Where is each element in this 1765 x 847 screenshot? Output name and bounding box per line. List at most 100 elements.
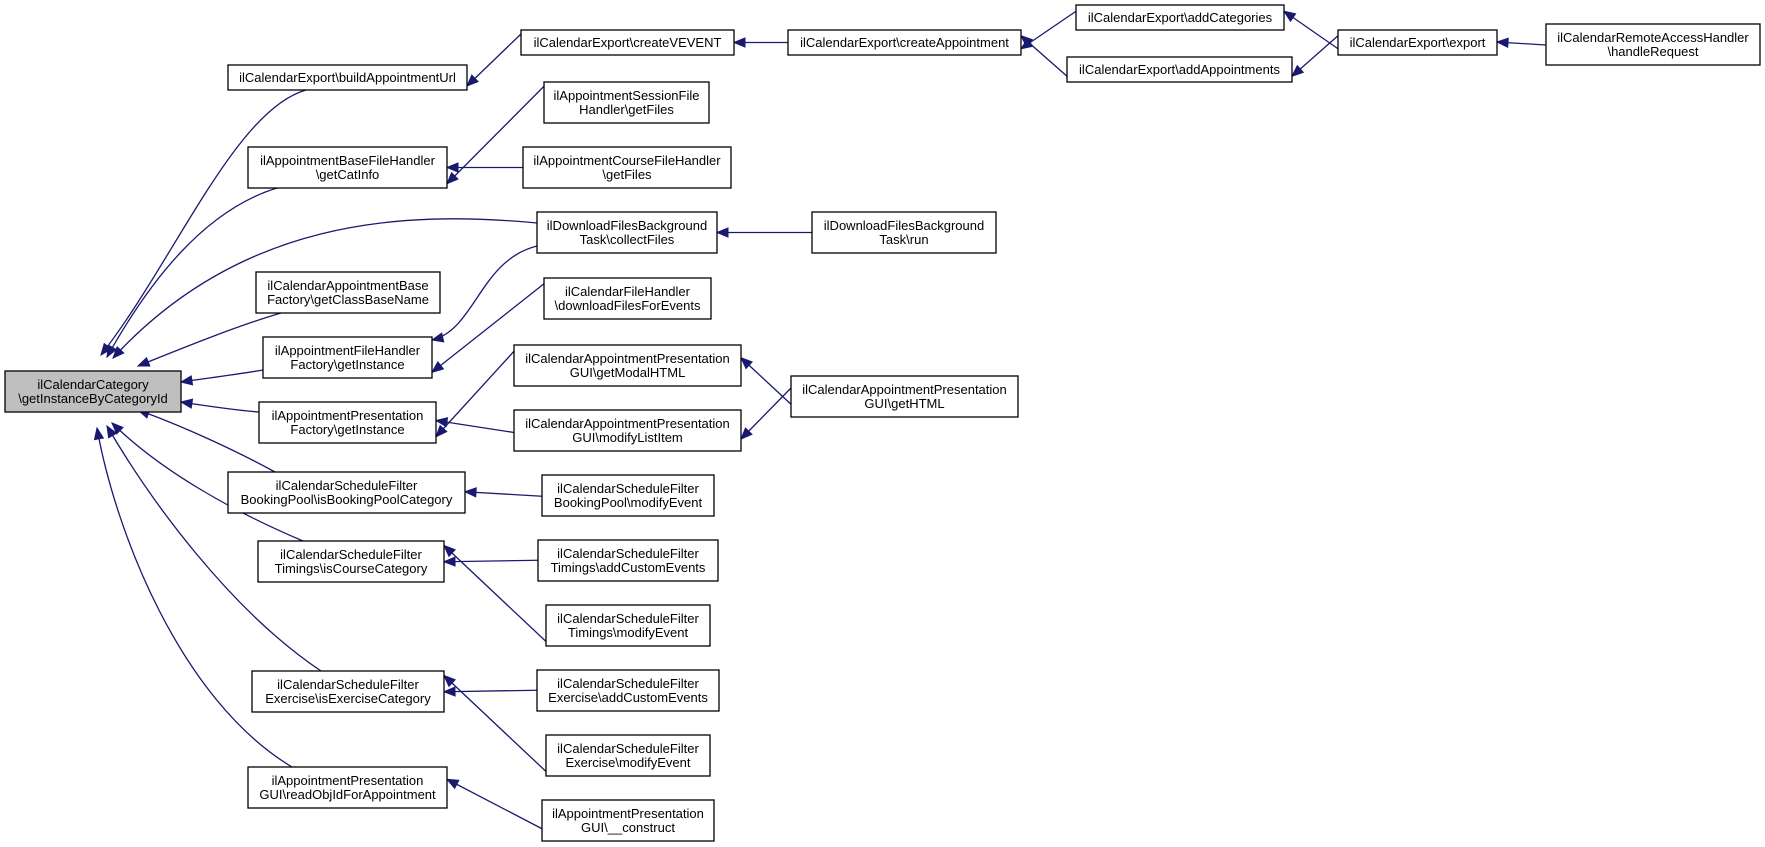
- node-modifyListItem[interactable]: ilCalendarAppointmentPresentationGUI\mod…: [513, 409, 742, 452]
- node-root[interactable]: ilCalendarCategory\getInstanceByCategory…: [4, 370, 182, 413]
- node-presentationFactory[interactable]: ilAppointmentPresentationFactory\getInst…: [258, 401, 437, 444]
- node-label-line: Exercise\addCustomEvents: [548, 690, 708, 705]
- node-label-line: ilCalendarScheduleFilter: [557, 546, 699, 561]
- node-timingsAddCustom[interactable]: ilCalendarScheduleFilterTimings\addCusto…: [537, 539, 719, 582]
- node-addCategories[interactable]: ilCalendarExport\addCategories: [1075, 4, 1285, 31]
- node-box[interactable]: [258, 401, 437, 444]
- node-timingsModifyEvent[interactable]: ilCalendarScheduleFilterTimings\modifyEv…: [545, 604, 711, 647]
- node-box[interactable]: [4, 370, 182, 413]
- node-box[interactable]: [520, 29, 735, 56]
- node-handleRequest[interactable]: ilCalendarRemoteAccessHandler\handleRequ…: [1545, 23, 1761, 66]
- node-box[interactable]: [790, 375, 1019, 418]
- node-box[interactable]: [513, 409, 742, 452]
- node-label-line: ilAppointmentPresentation: [272, 408, 424, 423]
- node-box[interactable]: [536, 669, 720, 712]
- node-box[interactable]: [255, 271, 441, 314]
- nodes-layer: ilCalendarCategory\getInstanceByCategory…: [4, 4, 1761, 842]
- node-createVEVENT[interactable]: ilCalendarExport\createVEVENT: [520, 29, 735, 56]
- node-getModalHTML[interactable]: ilCalendarAppointmentPresentationGUI\get…: [513, 344, 742, 387]
- node-box[interactable]: [247, 766, 448, 809]
- node-buildAppointmentUrl[interactable]: ilCalendarExport\buildAppointmentUrl: [227, 64, 468, 91]
- node-label-line: Task\collectFiles: [580, 232, 675, 247]
- node-box[interactable]: [251, 670, 445, 713]
- node-label-line: BookingPool\isBookingPoolCategory: [241, 492, 453, 507]
- edge-isBookingPoolCategory-to-root: [137, 409, 276, 473]
- edge-getClassBaseName-to-root: [137, 312, 282, 367]
- node-label-line: Timings\modifyEvent: [568, 625, 689, 640]
- node-fileHandlerFactory[interactable]: ilAppointmentFileHandlerFactory\getInsta…: [262, 336, 433, 379]
- node-label-line: ilCalendarAppointmentPresentation: [525, 351, 730, 366]
- edge-construct-to-readObjId: [446, 778, 543, 830]
- node-getCatInfo[interactable]: ilAppointmentBaseFileHandler\getCatInfo: [247, 146, 448, 189]
- node-collectFiles[interactable]: ilDownloadFilesBackgroundTask\collectFil…: [536, 211, 718, 254]
- edge-arrowhead: [179, 398, 194, 409]
- node-label-line: GUI\__construct: [581, 820, 675, 835]
- node-label-line: GUI\getHTML: [864, 396, 944, 411]
- node-isExerciseCategory[interactable]: ilCalendarScheduleFilterExercise\isExerc…: [251, 670, 445, 713]
- edge-arrowhead: [100, 342, 113, 357]
- node-exerciseAddCustom[interactable]: ilCalendarScheduleFilterExercise\addCust…: [536, 669, 720, 712]
- node-label-line: ilAppointmentPresentation: [552, 806, 704, 821]
- node-export[interactable]: ilCalendarExport\export: [1337, 29, 1498, 56]
- node-box[interactable]: [543, 81, 710, 124]
- node-box[interactable]: [262, 336, 433, 379]
- edge-exerciseModifyEvent-to-isExerciseCategory: [443, 675, 547, 772]
- node-getHTML[interactable]: ilCalendarAppointmentPresentationGUI\get…: [790, 375, 1019, 418]
- node-label-line: Handler\getFiles: [579, 102, 674, 117]
- node-box[interactable]: [1545, 23, 1761, 66]
- edge-getCatInfo-to-root: [106, 187, 278, 358]
- node-label-line: ilCalendarScheduleFilter: [277, 677, 419, 692]
- edge-arrowhead: [1291, 64, 1305, 78]
- node-label-line: Factory\getInstance: [290, 422, 404, 437]
- edge-isExerciseCategory-to-root: [106, 425, 322, 672]
- node-label-line: Task\run: [879, 232, 928, 247]
- edge-isCourseCategory-to-root: [111, 422, 304, 542]
- edge-arrowhead: [430, 361, 445, 374]
- edge-arrowhead: [1495, 37, 1509, 48]
- node-box[interactable]: [543, 277, 712, 320]
- node-box[interactable]: [227, 64, 468, 91]
- edge-arrowhead: [715, 227, 729, 238]
- node-box[interactable]: [1337, 29, 1498, 56]
- edge-createVEVENT-to-buildAppointmentUrl: [466, 33, 522, 87]
- node-box[interactable]: [257, 540, 445, 583]
- node-readObjId[interactable]: ilAppointmentPresentationGUI\readObjIdFo…: [247, 766, 448, 809]
- node-box[interactable]: [513, 344, 742, 387]
- node-courseGetFiles[interactable]: ilAppointmentCourseFileHandler\getFiles: [522, 146, 732, 189]
- node-createAppointment[interactable]: ilCalendarExport\createAppointment: [787, 29, 1022, 56]
- node-box[interactable]: [541, 799, 715, 842]
- node-box[interactable]: [811, 211, 997, 254]
- node-isBookingPoolCategory[interactable]: ilCalendarScheduleFilterBookingPool\isBo…: [227, 471, 466, 514]
- node-box[interactable]: [545, 604, 711, 647]
- node-label-line: ilDownloadFilesBackground: [547, 218, 707, 233]
- node-label-line: ilCalendarRemoteAccessHandler: [1557, 30, 1749, 45]
- node-box[interactable]: [1066, 56, 1293, 83]
- edge-arrowhead: [740, 427, 753, 440]
- node-box[interactable]: [227, 471, 466, 514]
- edge-arrowhead: [443, 674, 456, 688]
- node-exerciseModifyEvent[interactable]: ilCalendarScheduleFilterExercise\modifyE…: [545, 734, 711, 777]
- node-bookingModifyEvent[interactable]: ilCalendarScheduleFilterBookingPool\modi…: [541, 474, 715, 517]
- node-label-line: ilCalendarExport\createAppointment: [800, 35, 1009, 50]
- node-label-line: \handleRequest: [1607, 44, 1698, 59]
- node-getClassBaseName[interactable]: ilCalendarAppointmentBaseFactory\getClas…: [255, 271, 441, 314]
- node-label-line: ilCalendarScheduleFilter: [557, 481, 699, 496]
- node-box[interactable]: [545, 734, 711, 777]
- node-box[interactable]: [537, 539, 719, 582]
- edge-arrowhead: [106, 424, 118, 439]
- node-box[interactable]: [247, 146, 448, 189]
- node-box[interactable]: [1075, 4, 1285, 31]
- node-box[interactable]: [522, 146, 732, 189]
- node-box[interactable]: [536, 211, 718, 254]
- node-addAppointments[interactable]: ilCalendarExport\addAppointments: [1066, 56, 1293, 83]
- node-downloadFiles[interactable]: ilCalendarFileHandler\downloadFilesForEv…: [543, 277, 712, 320]
- node-box[interactable]: [787, 29, 1022, 56]
- node-label-line: ilAppointmentSessionFile: [554, 88, 700, 103]
- node-box[interactable]: [541, 474, 715, 517]
- edge-arrowhead: [442, 556, 456, 567]
- node-isCourseCategory[interactable]: ilCalendarScheduleFilterTimings\isCourse…: [257, 540, 445, 583]
- node-label-line: ilCalendarAppointmentBase: [267, 278, 428, 293]
